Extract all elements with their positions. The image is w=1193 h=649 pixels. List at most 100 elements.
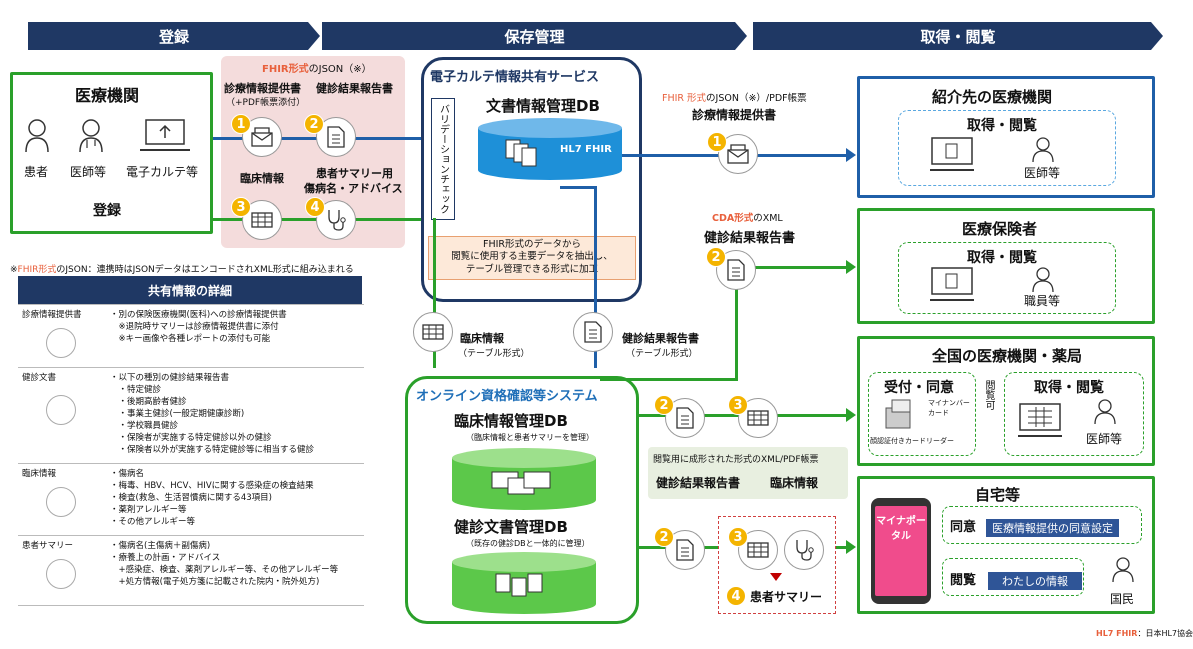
extract-note: FHIR形式のデータから 閲覧に使用する主要データを抽出し、 テーブル管理できる…	[428, 236, 636, 280]
checkup-table-sub: （テーブル形式）	[626, 349, 698, 359]
pharmacy-title: 全国の医療機関・薬局	[932, 347, 1083, 365]
insurer-role: 職員等	[1024, 294, 1061, 308]
view-home-inner	[942, 558, 1084, 596]
detail-row: 患者サマリー・傷病名(主傷病＋副傷病)・療養上の計画・アドバイス +感染症、検査…	[18, 535, 364, 606]
home-title: 自宅等	[975, 486, 1021, 504]
ehr-laptop-icon	[140, 118, 190, 152]
viewable-text: 閲覧可	[983, 380, 994, 410]
table-icon	[738, 530, 778, 570]
detail-header: 共有情報の詳細	[18, 276, 362, 304]
view-home-label: 閲覧	[950, 573, 977, 588]
detail-row: 健診文書 ・以下の種別の健診結果報告書 ・特定健診 ・後期高齢者健診 ・事業主健診…	[18, 367, 364, 464]
doctor-icon	[78, 118, 104, 153]
card-reader-icon	[882, 398, 924, 432]
clinical-table-label: 臨床情報	[460, 332, 504, 345]
view-inner	[1004, 372, 1144, 456]
consent-button[interactable]: 医療情報提供の同意設定	[986, 517, 1119, 537]
detail-line: ・その他アレルギー等	[110, 517, 196, 527]
staff-icon	[1032, 266, 1054, 293]
checkup-db-cylinder	[452, 552, 596, 614]
doctor-icon	[1032, 136, 1054, 163]
envelope-icon	[718, 134, 758, 174]
detail-row-name: 健診文書	[22, 373, 57, 383]
fhir-note: ※FHIR形式のJSON：連携時はJSONデータはエンコードされXML形式に組み…	[10, 265, 354, 275]
arrow-head-icon	[846, 260, 856, 274]
institution-title: 医療機関	[75, 86, 140, 105]
referral-role: 医師等	[1024, 166, 1061, 180]
step-2-badge: 2	[654, 527, 674, 547]
monitor-icon	[930, 266, 974, 302]
envelope-icon	[242, 117, 282, 157]
flow-db-out	[560, 186, 596, 189]
step-1-badge: 1	[707, 132, 727, 152]
referral-sub: 取得・閲覧	[967, 118, 1037, 134]
service-title: 電子カルテ情報共有サービス	[430, 70, 600, 85]
clinical-table-sub: （テーブル形式）	[458, 349, 530, 359]
institution-box	[10, 72, 213, 234]
detail-row: 臨床情報・傷病名・梅毒、HBV、HCV、HIVに関する感染症の検査結果・検査(救…	[18, 463, 364, 536]
detail-line: ・保険者以外が実施する特定健診等に相当する健診	[110, 445, 315, 455]
pdf-note: 閲覧用に成形された形式のXML/PDF帳票	[653, 455, 819, 465]
detail-line: ・学校職員健診	[110, 421, 179, 431]
consent-label: 同意	[950, 520, 977, 535]
detail-table: 診療情報提供書・別の保険医療機関(医科)への診療情報提供書 ※退院時サマリーは診…	[18, 304, 364, 606]
view-label: 取得・閲覧	[1034, 380, 1104, 396]
detail-line: ・後期高齢者健診	[110, 397, 187, 407]
my-info-button[interactable]: わたしの情報	[988, 570, 1082, 590]
down-triangle-icon	[770, 573, 782, 581]
detail-line: ・特定健診	[110, 385, 162, 395]
mid-doc-ref: 診療情報提供書	[692, 108, 777, 122]
mid-cl2: 臨床情報	[770, 476, 819, 490]
monitor-icon	[1018, 402, 1062, 438]
arrow-head-icon	[846, 408, 856, 422]
insurer-title: 医療保険者	[962, 220, 1038, 238]
patient-icon	[24, 118, 50, 153]
clinical-db-sub: （臨床情報と患者サマリーを管理）	[466, 433, 594, 442]
referral-title: 紹介先の医療機関	[932, 88, 1053, 106]
table-icon	[413, 312, 453, 352]
detail-row: 診療情報提供書・別の保険医療機関(医科)への診療情報提供書 ※退院時サマリーは診…	[18, 304, 364, 368]
checkup-db-title: 健診文書管理DB	[454, 518, 568, 536]
flow-to-insurer	[735, 266, 850, 269]
header-retrieve: 取得・閲覧	[753, 22, 1163, 50]
referral-box	[857, 76, 1155, 198]
home-box	[857, 476, 1155, 614]
referral-inner	[898, 110, 1116, 186]
detail-line: ※キー画像や各種レポートの添付も可能	[110, 334, 271, 344]
doc2-label: 健診結果報告書	[316, 82, 393, 95]
header-storage: 保存管理	[322, 22, 747, 50]
citizen-label: 国民	[1110, 592, 1135, 606]
step-3-badge: 3	[728, 395, 748, 415]
reception-label: 受付・同意	[884, 380, 954, 396]
doc-db-cylinder	[478, 118, 622, 180]
patient-summary-label: 患者サマリー	[750, 590, 823, 604]
citizen-icon	[1112, 556, 1134, 583]
pharmacy-role: 医師等	[1086, 432, 1123, 446]
detail-line: ・傷病名(主傷病＋副傷病)	[110, 541, 211, 551]
arrow-head-icon	[846, 148, 856, 162]
checkup-db-sub: （既存の健診DBと一体的に管理）	[466, 539, 590, 548]
report-icon	[316, 117, 356, 157]
step-3-badge: 3	[728, 527, 748, 547]
step-1-badge: 1	[231, 114, 251, 134]
detail-line: +処方情報(電子処方箋に記載された院内・院外処方)	[110, 577, 320, 587]
online-title: オンライン資格確認等システム	[416, 389, 598, 404]
flow-green-down	[433, 218, 436, 368]
mynaportal-label: マイナポータル	[875, 506, 927, 596]
viewable-label: 閲覧可	[982, 380, 996, 410]
detail-line: ・以下の種別の健診結果報告書	[110, 373, 230, 383]
validation-label: バリデーションチェック	[437, 104, 449, 214]
doc-db-title: 文書情報管理DB	[486, 97, 600, 115]
step-4-badge: 4	[305, 197, 325, 217]
report-icon	[573, 312, 613, 352]
step-2-badge: 2	[304, 114, 324, 134]
consent-inner	[942, 506, 1142, 544]
role-patient: 患者	[24, 165, 49, 179]
envelope-icon	[46, 328, 76, 358]
clinical-db-cylinder	[452, 448, 596, 510]
monitor-icon	[930, 136, 974, 172]
cda-label: CDA形式のXML	[712, 213, 783, 224]
flow-cda-vertical	[735, 266, 738, 380]
detail-line: ・事業主健診(一般定期健康診断)	[110, 409, 245, 419]
flow-blue-down	[594, 186, 597, 368]
